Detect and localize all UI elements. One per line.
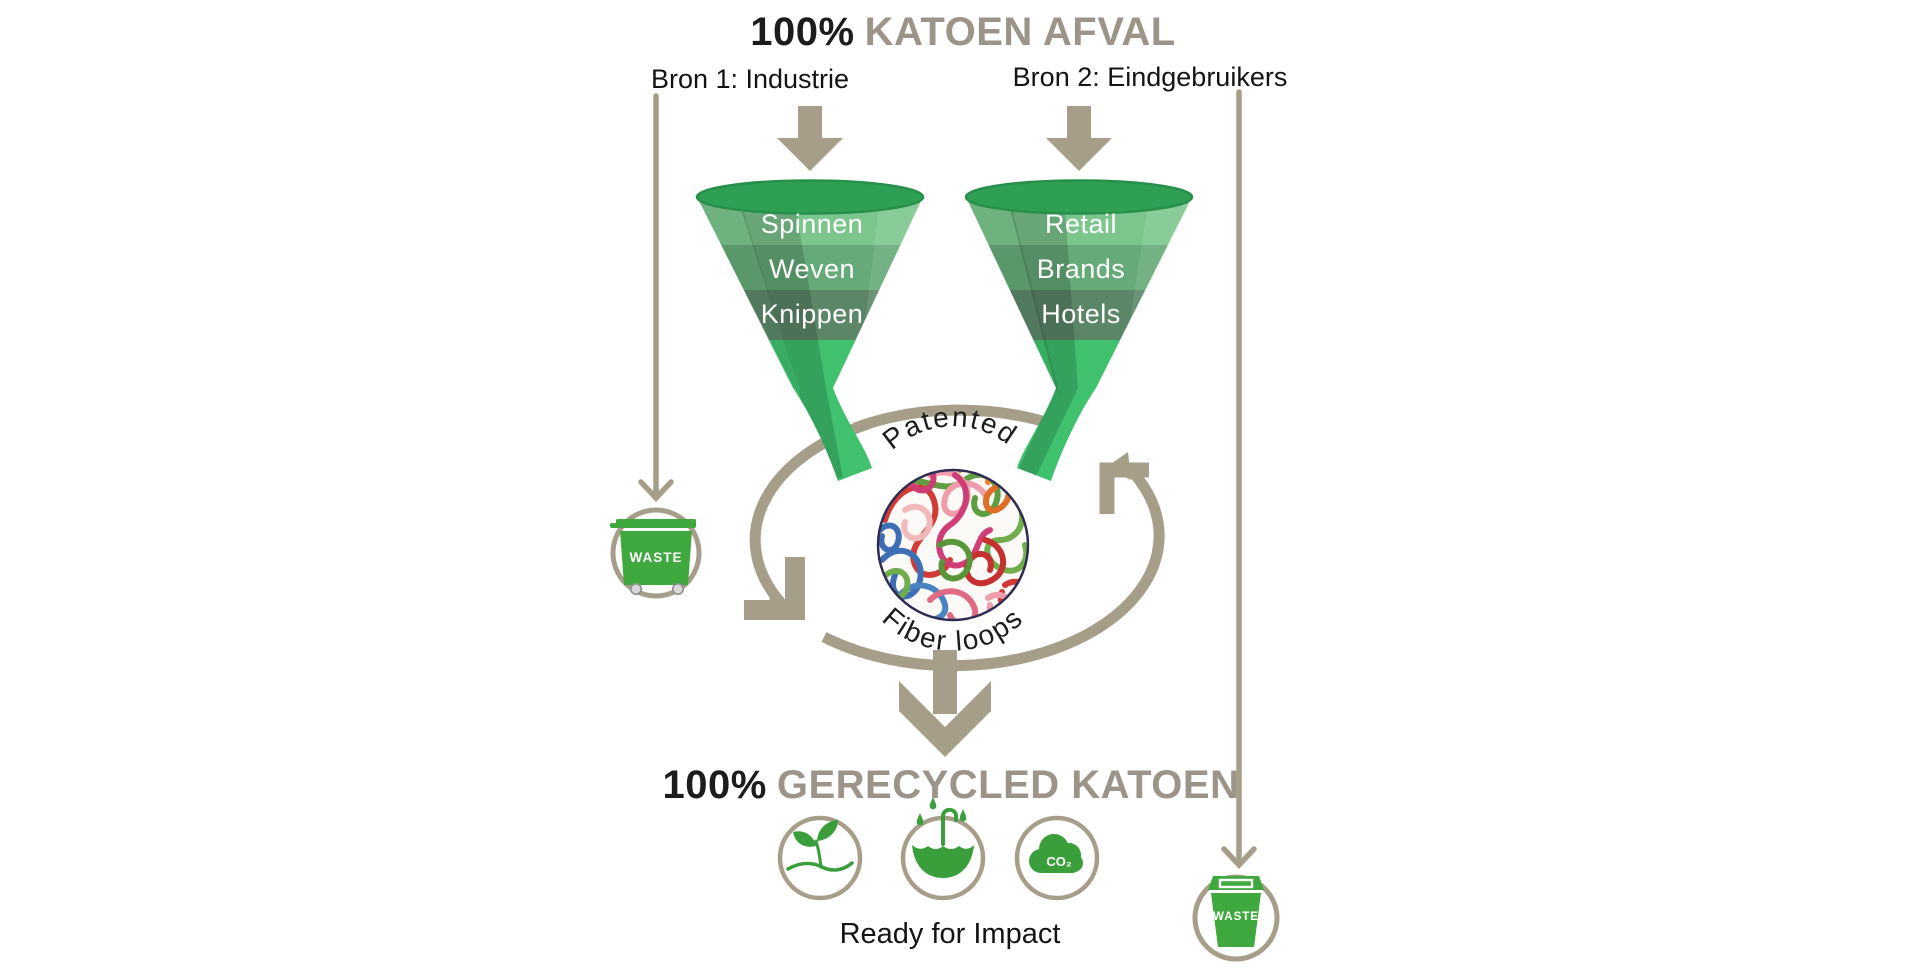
funnel2-stage-hotels: Hotels [1041, 299, 1121, 329]
loop-top-arc [853, 404, 1054, 434]
funnel1-stage-spinnen: Spinnen [760, 209, 864, 239]
co2-label: CO₂ [1046, 854, 1072, 869]
funnel1-rim [695, 179, 925, 215]
waste-left-label: WASTE [629, 550, 682, 565]
funnel2-inflow-arrow [1046, 106, 1112, 171]
waste-bin-icon [1208, 876, 1264, 947]
result-title: 100%GERECYCLED KATOEN [663, 763, 1240, 808]
waste-container-right: WASTE [1192, 874, 1280, 962]
main-title-rest: KATOEN AFVAL [864, 10, 1176, 54]
loop-bottom-right-arc [821, 462, 1165, 672]
impact-caption: Ready for Impact [839, 918, 1061, 950]
impact-icons: CO₂ [777, 797, 1100, 901]
loop-left-arrowhead-bracket [744, 557, 805, 620]
funnel2-rim [964, 179, 1194, 215]
output-arrow [899, 650, 991, 757]
funnel1-inflow-arrow [777, 106, 843, 171]
funnel2-stage-retail: Retail [1044, 209, 1118, 239]
funnel1-stage-weven: Weven [768, 254, 856, 284]
seedling-icon [777, 815, 863, 901]
main-title-percent: 100% [750, 10, 855, 54]
waste-container-left: WASTE [610, 507, 702, 599]
main-title: 100%KATOEN AFVAL [0, 10, 1926, 55]
funnel1-stage-knippen: Knippen [760, 299, 864, 329]
waste-arrow-right [1221, 89, 1257, 870]
fiber-circle-border [876, 468, 1030, 622]
fiber-loops-circle: Patented Fiber loops [876, 401, 1030, 657]
umbrella-water-icon [900, 797, 986, 901]
source-label-industrie: Bron 1: Industrie [650, 64, 850, 94]
result-title-rest: GERECYCLED KATOEN [776, 763, 1240, 807]
waste-right-label: WASTE [1213, 911, 1259, 923]
source-label-eindgebruikers: Bron 2: Eindgebruikers [1012, 62, 1288, 92]
result-title-percent: 100% [662, 763, 767, 807]
co2-cloud-icon: CO₂ [1014, 815, 1100, 901]
loop-right-arrowhead-bracket [1099, 462, 1149, 514]
funnel1-stage-labels: Spinnen Weven Knippen [761, 202, 864, 337]
funnel2-stage-brands: Brands [1036, 254, 1126, 284]
waste-dumpster-icon [610, 519, 696, 595]
funnel2-stage-labels: Retail Brands Hotels [1037, 202, 1126, 337]
waste-arrow-left [638, 93, 674, 503]
